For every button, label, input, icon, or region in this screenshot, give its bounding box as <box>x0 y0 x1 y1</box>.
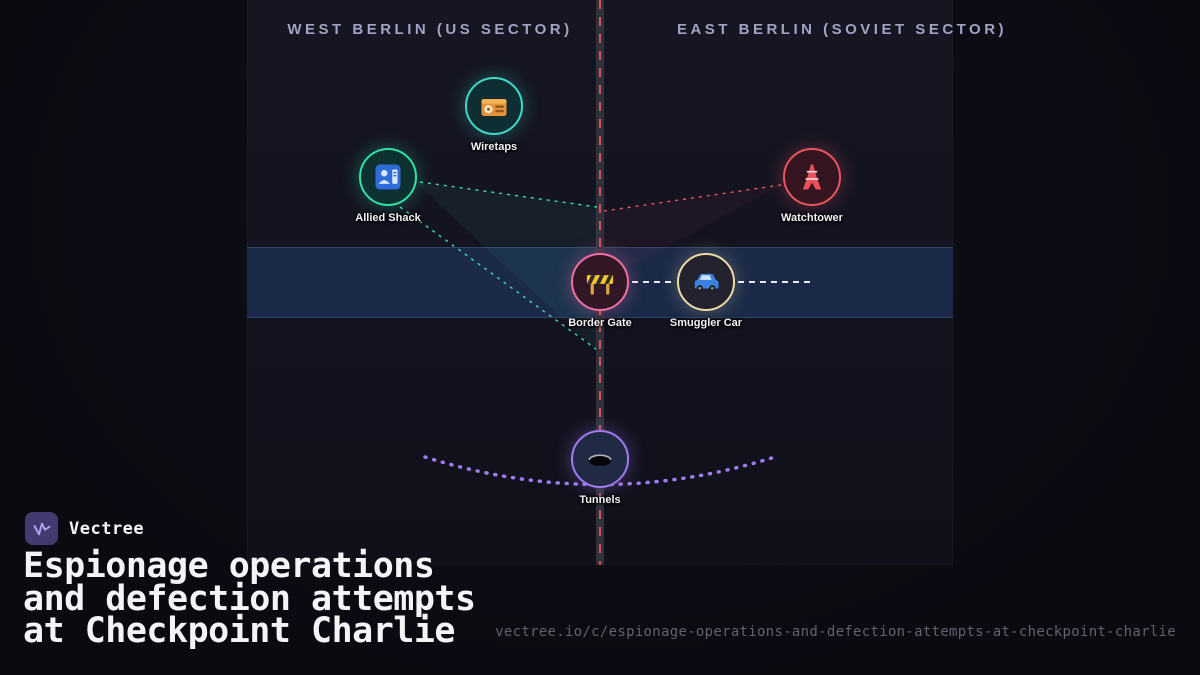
hole-icon <box>585 444 615 474</box>
page-title-line: Espionage operations <box>23 546 435 586</box>
radio-icon <box>479 91 509 121</box>
barrier-icon <box>585 267 615 297</box>
allied-shack-node[interactable] <box>359 148 417 206</box>
allied-shack-label: Allied Shack <box>355 212 421 224</box>
brand: Vectree <box>25 512 144 545</box>
brand-name: Vectree <box>69 518 145 539</box>
page-url: vectree.io/c/espionage-operations-and-de… <box>495 624 1176 640</box>
smuggler-car-node[interactable] <box>677 253 735 311</box>
tunnels-label: Tunnels <box>579 494 621 506</box>
border-gate-node[interactable] <box>571 253 629 311</box>
wiretaps-label: Wiretaps <box>470 141 518 153</box>
page-title: Espionage operations and defection attem… <box>23 546 476 651</box>
passport-control-icon <box>373 162 403 192</box>
vectree-logo-icon <box>25 512 58 545</box>
sector-label-east: EAST BERLIN (SOVIET SECTOR) <box>676 21 1008 38</box>
page-title-line: at Checkpoint Charlie <box>23 611 456 651</box>
tunnels-node[interactable] <box>571 430 629 488</box>
watchtower-label: Watchtower <box>781 212 843 224</box>
smuggler-car-label: Smuggler Car <box>669 317 743 329</box>
car-icon <box>691 267 721 297</box>
sector-label-west: WEST BERLIN (US SECTOR) <box>287 21 573 38</box>
watchtower-node[interactable] <box>783 148 841 206</box>
wiretaps-node[interactable] <box>465 77 523 135</box>
page-title-line: and defection attempts <box>23 578 476 619</box>
watchtower-icon <box>797 162 827 192</box>
